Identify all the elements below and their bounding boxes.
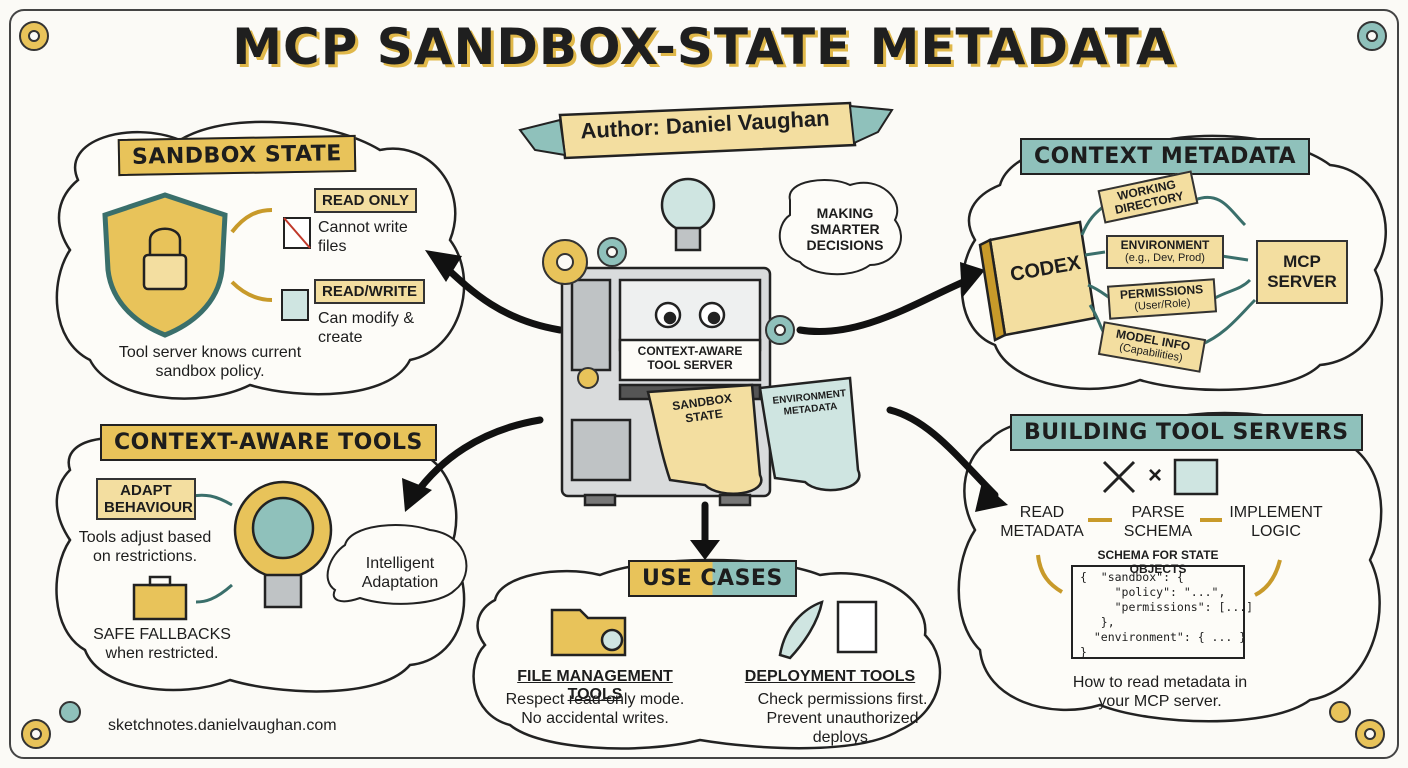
rocket-checklist-icon (778, 600, 878, 660)
adapt-text: Tools adjust based on restrictions. (78, 529, 212, 565)
thought-text: MAKING SMARTER DECISIONS (806, 205, 884, 253)
schema-code: { "sandbox": { "policy": "...", "permiss… (1080, 570, 1254, 659)
arrow-to-schema (1036, 554, 1064, 594)
use-case-title: DEPLOYMENT TOOLS (744, 668, 916, 685)
arrow-from-schema (1254, 559, 1282, 597)
code-icon (1173, 458, 1219, 496)
gear-icon (19, 21, 1387, 749)
edit-document-icon (281, 289, 309, 321)
read-only-text: Cannot write files (318, 219, 408, 255)
use-case-text: Respect read-only mode. No accidental wr… (505, 691, 685, 727)
use-case-text: Check permissions first. Prevent unautho… (757, 691, 928, 746)
sandbox-state-heading: SANDBOX STATE (117, 134, 357, 177)
context-metadata-heading: CONTEXT METADATA (1020, 138, 1311, 175)
arrow-to-mcp (1199, 298, 1257, 347)
brain-bulb-icon (233, 480, 333, 609)
mcp-server-box: MCP SERVER (1256, 240, 1348, 304)
arrow-to-context (796, 276, 972, 335)
step-parse-schema: PARSE SCHEMA (1123, 504, 1193, 540)
lock-icon (142, 227, 188, 291)
arrow-to-tools (411, 416, 544, 499)
tag-environment: ENVIRONMENT(e.g., Dev, Prod) (1106, 235, 1224, 269)
read-write-text: Can modify & create (318, 310, 415, 346)
schema-title: SCHEMA FOR STATE OBJECTS (1097, 548, 1219, 576)
gear-icon (542, 237, 795, 389)
step-read-metadata: READ METADATA (1000, 504, 1084, 540)
footer-url[interactable]: sketchnotes.danielvaughan.com (108, 717, 337, 734)
intelligent-adaptation-text: Intelligent Adaptation (361, 555, 439, 591)
use-case-title: FILE MANAGEMENT TOOLS (517, 668, 673, 703)
scroll-environment (758, 376, 861, 492)
codex-book-icon (978, 220, 1097, 342)
building-note: How to read metadata in your MCP server. (1072, 674, 1248, 710)
folder-lock-icon (550, 608, 627, 657)
connector (1084, 250, 1106, 257)
arrow-read-only (230, 208, 273, 234)
context-aware-tools-heading: CONTEXT-AWARE TOOLS (100, 424, 437, 461)
read-only-tag: READ ONLY (314, 188, 417, 213)
arrow-fallback (195, 583, 233, 604)
no-edit-icon (283, 217, 311, 249)
scroll-sandbox (646, 383, 763, 495)
arrow-read-write (230, 280, 273, 302)
speech-bubble (326, 524, 468, 605)
tools-icon (1102, 460, 1136, 494)
arrow-to-mcp (1214, 278, 1252, 300)
arrow-to-mcp (1194, 195, 1247, 227)
thought-cloud (778, 179, 902, 276)
adapt-behaviour-tag: ADAPT BEHAVIOUR (96, 478, 196, 520)
page-title: MCP SANDBOX-STATE METADATA (232, 18, 1176, 76)
sandbox-note: Tool server knows current sandbox policy… (118, 344, 302, 380)
times-symbol: × (1148, 462, 1163, 489)
server-label: CONTEXT-AWARE TOOL SERVER (637, 344, 743, 372)
lightbulb-icon (660, 177, 716, 252)
read-write-tag: READ/WRITE (314, 279, 425, 304)
page-frame (9, 9, 1399, 759)
toolbox-icon (132, 575, 188, 621)
step-implement-logic: IMPLEMENT LOGIC (1229, 504, 1323, 540)
safe-fallbacks-text: SAFE FALLBACKS when restricted. (93, 626, 231, 662)
building-tool-servers-heading: BUILDING TOOL SERVERS (1010, 414, 1363, 451)
use-cases-heading: USE CASES (628, 560, 797, 597)
schema-box (1071, 565, 1245, 659)
arrow-to-building (886, 406, 999, 499)
